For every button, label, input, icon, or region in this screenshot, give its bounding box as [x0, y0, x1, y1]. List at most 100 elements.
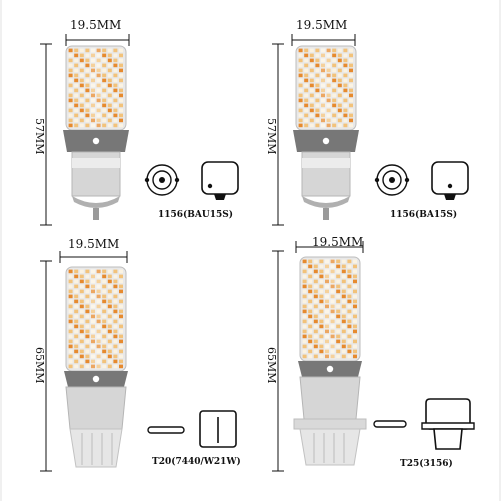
led-chip: [337, 123, 342, 128]
led-chip: [68, 329, 73, 334]
led-chip: [321, 83, 325, 88]
led-chip: [91, 344, 95, 349]
led-chip: [330, 314, 335, 319]
led-chip: [309, 113, 314, 118]
led-chip: [91, 309, 95, 314]
led-chip: [113, 83, 118, 88]
led-chip: [330, 324, 335, 329]
led-chip: [349, 73, 353, 78]
right-border: [499, 0, 501, 501]
led-chip: [107, 334, 112, 339]
led-chip: [343, 103, 348, 108]
led-chip: [68, 364, 73, 369]
led-chip: [96, 304, 101, 309]
led-chip: [85, 314, 90, 319]
led-chip: [102, 334, 107, 339]
led-chip: [91, 304, 95, 309]
led-chip: [347, 309, 352, 314]
led-chip: [119, 289, 123, 294]
led-chip: [91, 284, 95, 289]
led-chip: [353, 329, 357, 334]
led-chip: [113, 48, 118, 53]
led-chip: [107, 304, 112, 309]
led-chip: [113, 63, 118, 68]
led-chip: [102, 349, 107, 354]
led-chip: [91, 98, 95, 103]
led-chip: [309, 108, 314, 113]
led-chip: [85, 304, 90, 309]
led-chip: [74, 314, 79, 319]
led-chip: [298, 73, 303, 78]
led-chip: [302, 354, 307, 359]
led-chip: [96, 339, 101, 344]
led-chip: [85, 319, 90, 324]
led-chip: [107, 48, 112, 53]
led-chip: [102, 314, 107, 319]
led-chip: [91, 83, 95, 88]
led-chip: [74, 349, 79, 354]
glass-highlight: [324, 259, 336, 359]
led-chip: [326, 68, 331, 73]
led-chip: [68, 103, 73, 108]
led-chip: [68, 48, 73, 53]
led-chip: [91, 299, 95, 304]
led-chip: [85, 83, 90, 88]
width-label: 19.5MM: [312, 235, 364, 249]
panel-t20: 19.5MM 65MM T20(7440/W21W): [0, 235, 250, 485]
led-chip: [302, 349, 307, 354]
led-chip: [119, 274, 123, 279]
led-chip: [85, 359, 90, 364]
led-chip: [79, 299, 84, 304]
led-chip: [74, 294, 79, 299]
led-chip: [326, 83, 331, 88]
led-chip: [298, 83, 303, 88]
led-chip: [336, 304, 341, 309]
led-chip: [96, 344, 101, 349]
led-chip: [341, 289, 346, 294]
led-chip: [349, 123, 353, 128]
led-chip: [107, 269, 112, 274]
led-chip: [91, 289, 95, 294]
led-chip: [79, 319, 84, 324]
width-label: 19.5MM: [296, 18, 348, 32]
led-chip: [96, 274, 101, 279]
led-chip: [102, 118, 107, 123]
led-chip: [102, 73, 107, 78]
led-chip: [332, 98, 337, 103]
led-chip: [74, 88, 79, 93]
led-chip: [102, 93, 107, 98]
led-chip: [102, 354, 107, 359]
led-chip: [343, 83, 348, 88]
led-chip: [102, 58, 107, 63]
socket-pin-right: [404, 177, 410, 183]
led-chip: [330, 339, 335, 344]
led-chip: [330, 299, 335, 304]
led-chip: [321, 113, 325, 118]
height-label: 65MM: [265, 347, 278, 384]
led-chip: [309, 93, 314, 98]
led-chip: [326, 88, 331, 93]
led-chip: [79, 48, 84, 53]
led-chip: [102, 329, 107, 334]
led-chip: [96, 118, 101, 123]
led-chip: [298, 108, 303, 113]
led-chip: [68, 68, 73, 73]
led-chip: [79, 98, 84, 103]
led-chip: [102, 123, 107, 128]
led-chip: [341, 279, 346, 284]
led-chip: [102, 269, 107, 274]
led-chip: [337, 93, 342, 98]
led-chip: [353, 314, 357, 319]
led-chip: [119, 344, 123, 349]
led-chip: [315, 108, 320, 113]
led-chip: [102, 274, 107, 279]
led-chip: [298, 48, 303, 53]
led-chip: [298, 118, 303, 123]
led-chip: [91, 314, 95, 319]
led-chip: [349, 48, 353, 53]
led-chip: [337, 68, 342, 73]
led-chip: [313, 299, 318, 304]
led-chip: [326, 53, 331, 58]
led-chip: [113, 78, 118, 83]
led-chip: [319, 264, 324, 269]
